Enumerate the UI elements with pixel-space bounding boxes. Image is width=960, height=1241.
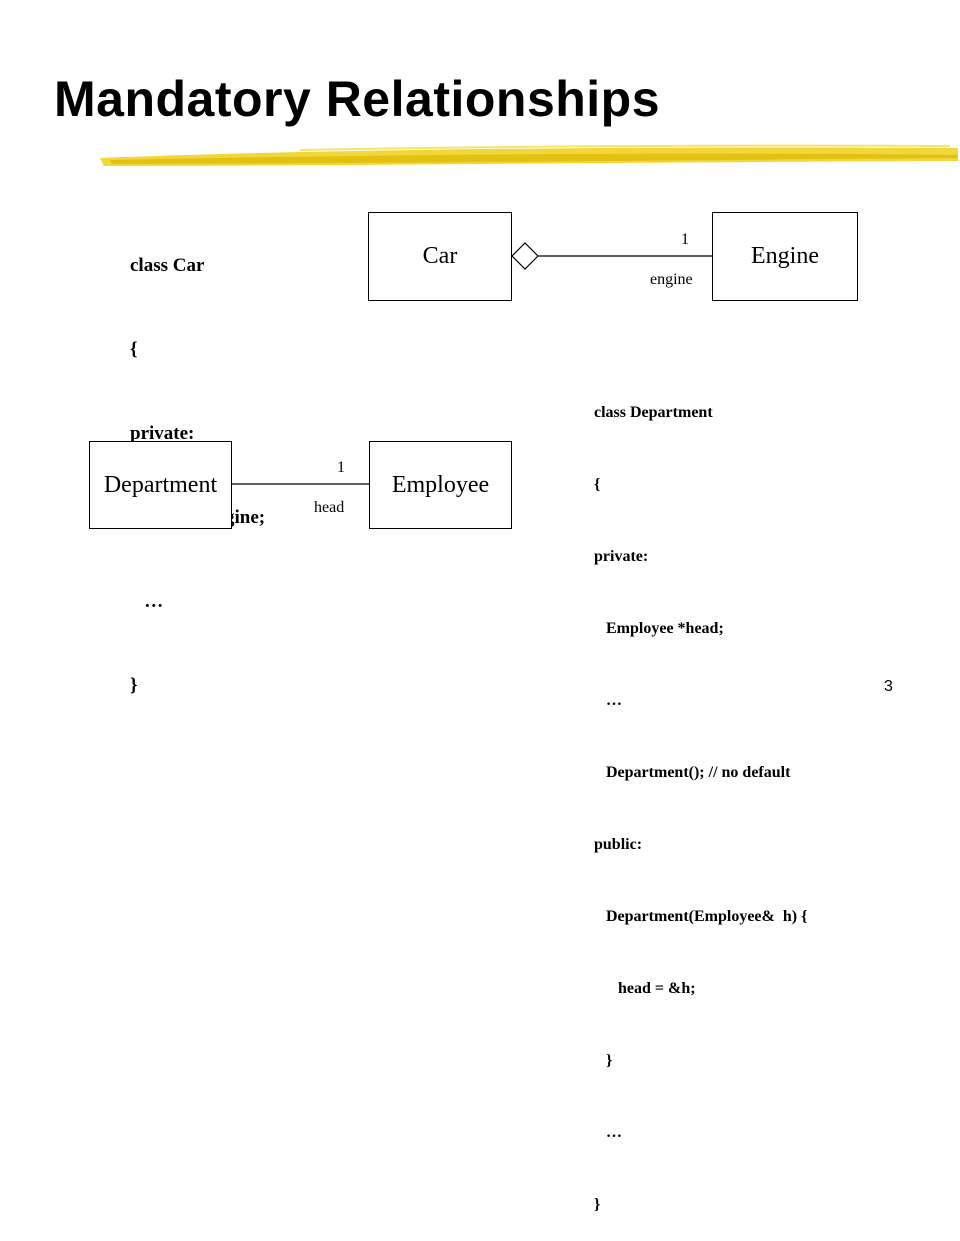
code-line: private: [594, 548, 649, 565]
code-line: { [594, 476, 601, 493]
car-class-box: Car [368, 212, 512, 301]
code-line: } [594, 1196, 601, 1213]
employee-class-name: Employee [391, 471, 490, 498]
code-line: … [594, 1124, 622, 1141]
code-line: { [130, 339, 138, 360]
title-underline [100, 144, 958, 166]
code-line: head = &h; [594, 980, 696, 997]
code-line: public: [594, 836, 643, 853]
engine-role: engine [650, 271, 693, 288]
code-line: private: [130, 423, 195, 444]
aggregation-diamond [511, 242, 539, 270]
code-line: class Car [130, 255, 205, 276]
head-multiplicity: 1 [337, 459, 345, 476]
car-class-name: Car [422, 243, 458, 269]
engine-class-name: Engine [751, 243, 819, 269]
employee-class-box: Employee [369, 441, 512, 529]
department-class-name: Department [103, 471, 218, 498]
code-line: } [130, 675, 138, 696]
department-code-block: class Department { private: Employee *he… [594, 353, 807, 1241]
code-line: } [594, 1052, 613, 1069]
department-class-box: Department [89, 441, 232, 529]
code-line: … [594, 692, 622, 709]
code-line: Department(Employee& h) { [594, 908, 808, 925]
head-role: head [314, 499, 345, 516]
slide-title: Mandatory Relationships [54, 71, 661, 127]
code-line: … [130, 591, 164, 612]
engine-class-box: Engine [712, 212, 858, 301]
code-line: class Department [594, 404, 713, 421]
page-number: 3 [884, 678, 893, 695]
diagram-connectors [232, 242, 712, 485]
code-line: Department(); // no default [594, 764, 791, 781]
engine-multiplicity: 1 [681, 231, 689, 248]
code-line: Employee *head; [594, 620, 724, 637]
